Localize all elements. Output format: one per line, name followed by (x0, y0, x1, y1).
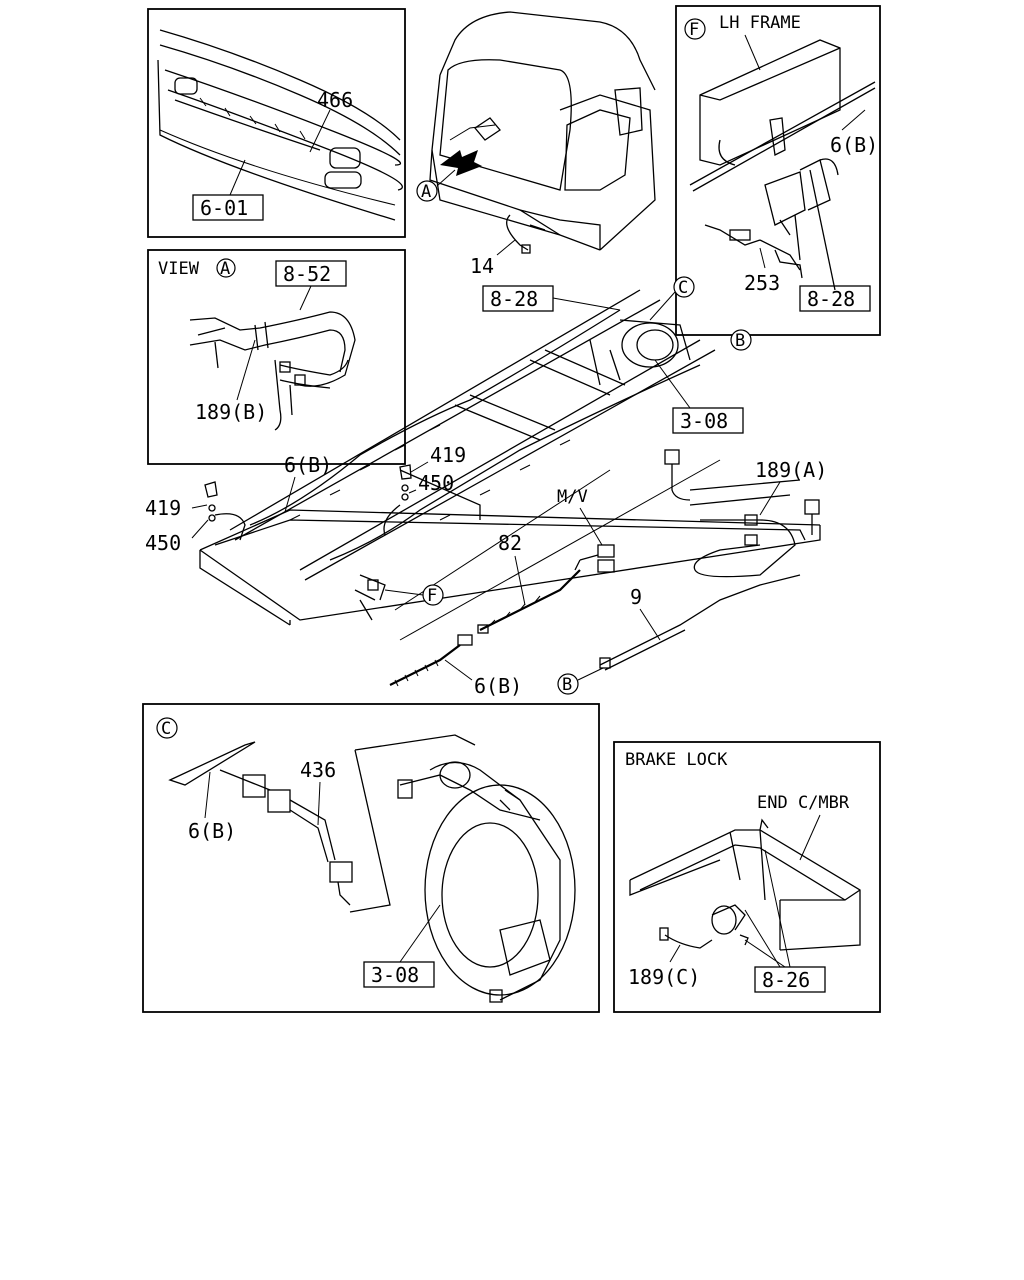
view-a-title: VIEW (158, 259, 200, 279)
brake-lock-ref-8-26-box[interactable]: 8-26 (762, 968, 810, 992)
detail-c-panel: C 436 6(B) 3-08 (142, 703, 600, 1013)
lh-frame-ref-8-28-box[interactable]: 8-28 (807, 287, 855, 311)
marker-f-panel-letter: F (689, 20, 699, 40)
marker-c-main-letter: C (678, 278, 688, 298)
main-ref-8-28-box[interactable]: 8-28 (490, 287, 538, 311)
brake-lock-subtitle: END C/MBR (757, 793, 850, 813)
part-189a-label: 189(A) (755, 458, 827, 482)
part-6b-bottom-label: 6(B) (474, 674, 522, 698)
lh-frame-title: LH FRAME (719, 13, 801, 33)
cab-illustration: A 14 (416, 11, 656, 278)
marker-c-panel[interactable] (156, 717, 178, 739)
part-419-left-label: 419 (145, 496, 181, 520)
marker-b-bottom[interactable] (557, 673, 579, 695)
marker-b-top-letter: B (735, 331, 745, 351)
part-6b-frame-label: 6(B) (284, 453, 332, 477)
marker-a-view[interactable] (216, 258, 236, 278)
mv-label: M/V (557, 487, 588, 507)
detail-c-part-436-label: 436 (300, 758, 336, 782)
part-82-label: 82 (498, 531, 522, 555)
main-labels: 8-28 C B 3-08 6(B) 419 450 419 450 189(A… (145, 276, 827, 698)
chassis-frame (199, 289, 821, 687)
brake-lock-part-189c-label: 189(C) (628, 965, 700, 989)
front-bumper-panel: 466 6-01 (147, 8, 406, 238)
detail-c-ref-3-08-box[interactable]: 3-08 (371, 963, 419, 987)
part-14-label: 14 (470, 254, 494, 278)
marker-b-top[interactable] (730, 329, 752, 351)
part-466-label: 466 (317, 88, 353, 112)
marker-c-panel-letter: C (161, 719, 171, 739)
brake-lock-title: BRAKE LOCK (625, 750, 728, 770)
part-450-left-label: 450 (145, 531, 181, 555)
part-419-mid-label: 419 (430, 443, 466, 467)
view-a-part-189b-label: 189(B) (195, 400, 267, 424)
marker-a-view-letter: A (220, 259, 230, 279)
marker-f-panel[interactable] (684, 18, 706, 40)
part-450-mid-label: 450 (418, 471, 454, 495)
detail-c-illustration (168, 734, 576, 1003)
view-a-ref-8-52-box[interactable]: 8-52 (283, 262, 331, 286)
view-a-panel: VIEW A 8-52 189(B) (147, 249, 406, 465)
brake-lock-panel: BRAKE LOCK END C/MBR 189(C) 8-26 (613, 741, 881, 1013)
detail-c-part-6b-label: 6(B) (188, 819, 236, 843)
bumper-illustration (157, 29, 403, 221)
lh-frame-illustration (689, 39, 876, 291)
marker-b-bottom-letter: B (562, 675, 572, 695)
marker-f-main-letter: F (427, 586, 437, 606)
brake-lock-illustration (629, 818, 861, 951)
marker-c-main[interactable] (673, 276, 695, 298)
main-ref-3-08-box[interactable]: 3-08 (680, 409, 728, 433)
lh-frame-part-253-label: 253 (744, 271, 780, 295)
lh-frame-panel: F LH FRAME 6(B) 253 8-28 (675, 5, 881, 336)
lh-frame-part-6b-label: 6(B) (830, 133, 878, 157)
ref-6-01-box[interactable]: 6-01 (200, 196, 248, 220)
view-a-illustration (189, 311, 356, 431)
marker-a-cab-letter: A (421, 182, 431, 202)
part-9-label: 9 (630, 585, 642, 609)
marker-a-cab[interactable] (416, 180, 438, 202)
